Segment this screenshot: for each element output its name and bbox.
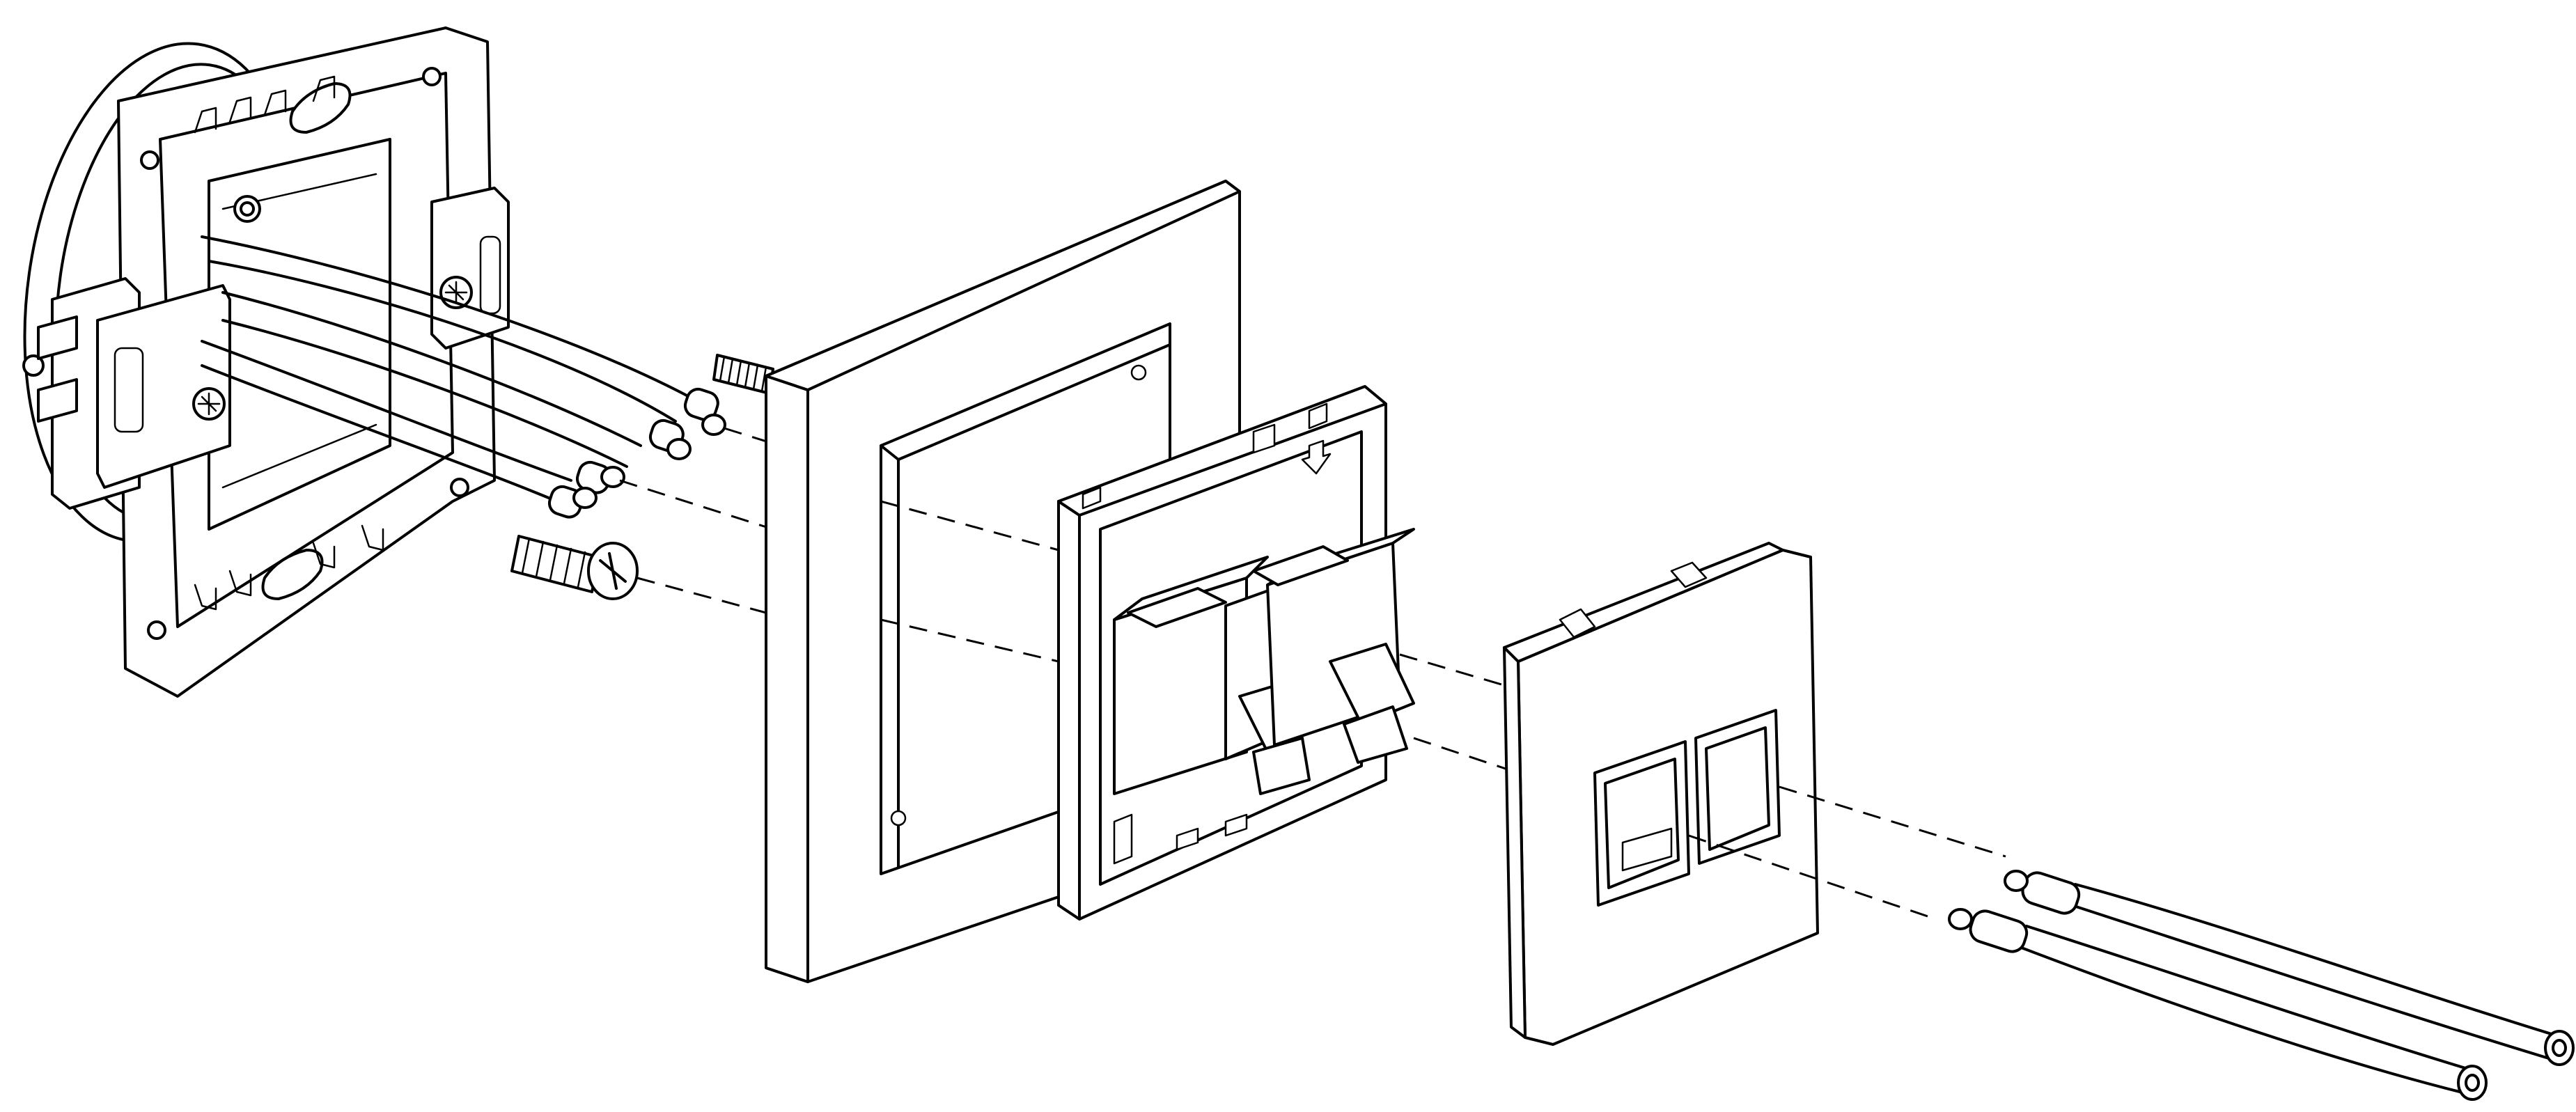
arrow-down-icon xyxy=(1301,439,1332,475)
cable-bundle-front xyxy=(1948,870,2575,1101)
double-socket-insert xyxy=(1057,385,1519,921)
cable-bundle-rear xyxy=(201,235,781,531)
cover-plate xyxy=(1503,542,2006,1046)
fixing-screw-short xyxy=(510,535,767,614)
mounting-box-with-frame xyxy=(22,26,510,698)
